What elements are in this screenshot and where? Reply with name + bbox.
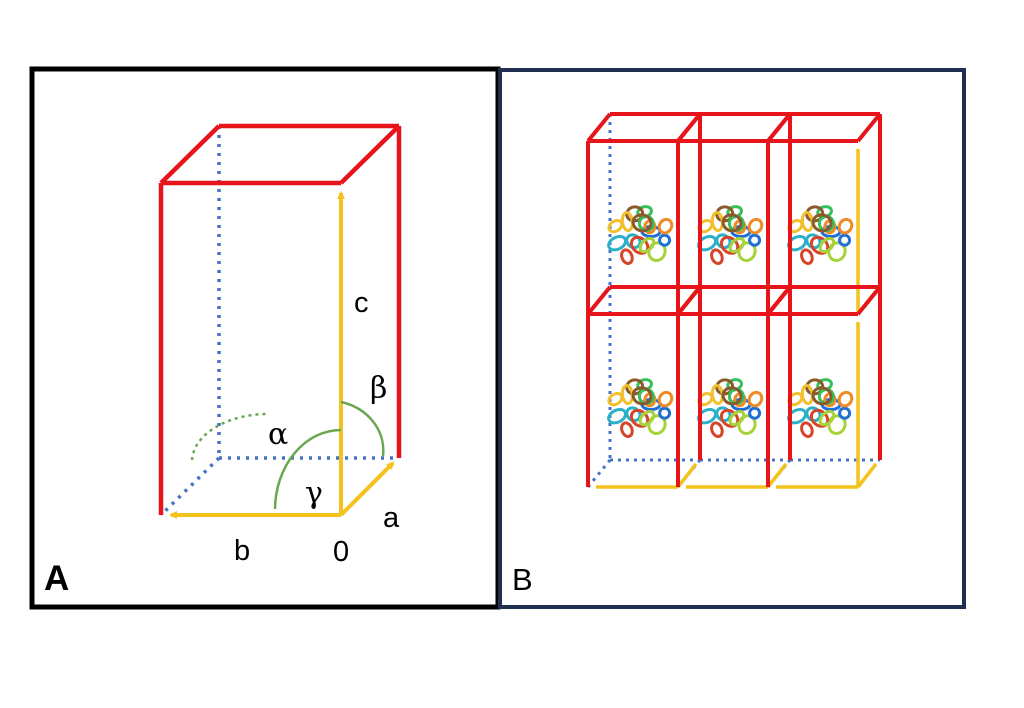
protein-ribbon-segment	[818, 237, 836, 254]
protein-ribbon-segment	[658, 406, 672, 420]
panel-b-label: B	[512, 562, 533, 597]
cell-edge	[586, 112, 612, 143]
panel-b-frame	[498, 68, 966, 609]
cell-edge	[676, 285, 702, 316]
protein-ribbon-segment	[837, 390, 854, 408]
protein-ribbon-segment	[625, 378, 645, 396]
protein-ribbon-segment	[657, 390, 674, 408]
protein-ribbon-segment	[800, 421, 814, 438]
protein-ribbon-segment	[638, 410, 656, 427]
protein-ribbon-segment	[721, 386, 743, 406]
protein-molecule	[607, 378, 674, 438]
protein-ribbon-segment	[747, 217, 764, 235]
protein-ribbon-segment	[625, 205, 645, 223]
protein-molecule	[697, 205, 764, 265]
protein-ribbon-segment	[620, 421, 634, 438]
protein-molecule	[607, 205, 674, 265]
beta-label: β	[370, 371, 387, 406]
lattice-cell-edges	[586, 112, 882, 487]
protein-molecule	[787, 378, 854, 438]
gamma-label: γ	[305, 476, 323, 511]
protein-ribbon-segment	[631, 213, 653, 233]
a-vector	[676, 462, 698, 489]
cell-edge	[676, 112, 702, 143]
protein-ribbon-segment	[805, 205, 825, 223]
crystal-lattice	[586, 112, 882, 489]
protein-ribbon-segment	[748, 406, 762, 420]
protein-ribbon-segment	[818, 410, 836, 427]
protein-ribbon-segment	[838, 233, 852, 247]
protein-molecule	[787, 205, 854, 265]
protein-ribbon-segment	[607, 407, 628, 425]
cell-edge	[766, 112, 792, 143]
a-axis-label: a	[383, 502, 400, 534]
beta-arc	[340, 400, 385, 457]
a-vector	[856, 462, 878, 489]
protein-ribbon-segment	[811, 213, 833, 233]
protein-ribbon-segment	[748, 233, 762, 247]
protein-ribbon-segment	[715, 205, 735, 223]
unit-cell-a	[158, 123, 402, 519]
angle-arcs	[190, 400, 385, 510]
alpha-arc	[190, 412, 269, 461]
protein-ribbon-segment	[638, 237, 656, 254]
protein-ribbon-segment	[657, 217, 674, 235]
protein-ribbon-segment	[607, 234, 628, 252]
protein-ribbon-segment	[811, 386, 833, 406]
protein-ribbon-segment	[710, 248, 724, 265]
protein-ribbon-segment	[805, 378, 825, 396]
alpha-label: α	[268, 417, 288, 452]
protein-ribbon-segment	[721, 213, 743, 233]
b-axis-label: b	[234, 535, 250, 567]
lattice-molecules	[607, 205, 854, 438]
a-axis-arrow	[339, 461, 395, 517]
protein-ribbon-segment	[837, 217, 854, 235]
protein-ribbon-segment	[728, 410, 746, 427]
cell-edge	[856, 112, 882, 143]
cell-edges	[158, 123, 402, 515]
protein-ribbon-segment	[728, 237, 746, 254]
axis-vectors	[169, 191, 395, 519]
gamma-arc	[273, 428, 342, 510]
lattice-axis-vectors	[596, 149, 878, 489]
a-vector	[766, 462, 788, 489]
protein-ribbon-segment	[715, 378, 735, 396]
cell-edge	[766, 285, 792, 316]
c-axis-label: c	[354, 287, 369, 319]
panel-a-frame	[29, 66, 501, 610]
origin-label: 0	[333, 536, 349, 568]
cell-edge	[856, 285, 882, 316]
hidden-edge	[586, 459, 612, 488]
panel-a-label: A	[44, 559, 69, 598]
protein-ribbon-segment	[747, 390, 764, 408]
protein-ribbon-segment	[631, 386, 653, 406]
protein-ribbon-segment	[800, 248, 814, 265]
protein-ribbon-segment	[620, 248, 634, 265]
protein-molecule	[697, 378, 764, 438]
cell-edge	[586, 285, 612, 316]
protein-ribbon-segment	[838, 406, 852, 420]
protein-ribbon-segment	[710, 421, 724, 438]
protein-ribbon-segment	[658, 233, 672, 247]
